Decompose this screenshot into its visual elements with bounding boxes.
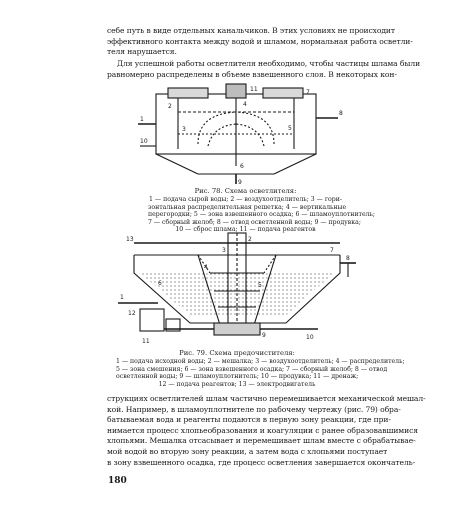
text-line: мой водой во вторую зону реакции, а зате… [107, 446, 388, 456]
fig79-label: 7 [330, 247, 334, 254]
text-line: эффективного контакта между водой и шлам… [107, 36, 413, 46]
second-paragraph: Для успешной работы осветлителя необходи… [107, 59, 421, 80]
text-line: равномерно распределены в объеме взвешен… [107, 69, 397, 79]
fig79-label: 1 [120, 294, 124, 301]
page-number: 180 [108, 476, 127, 486]
fig79-label: 4 [204, 264, 208, 271]
fig79-label: 13 [126, 236, 134, 243]
fig78-label: 6 [240, 163, 244, 170]
text-line: теля нарушается. [107, 47, 177, 57]
figure-78-title: Рис. 78. Схема осветлителя: [194, 187, 297, 195]
fig78-label: 5 [288, 125, 292, 132]
fig78-label: 10 [140, 138, 148, 145]
caption-line: зонтальная распределительная решетка; 4 … [148, 203, 347, 211]
figure-79-caption: Рис. 79. Схема предочистителя: 1 — подач… [116, 349, 405, 388]
fig78-label: 9 [238, 179, 242, 186]
fig78-label: 2 [168, 103, 172, 110]
fig79-label: 5 [258, 282, 262, 289]
text-line: хлопьями. Мешалка отсасывает и перемешив… [107, 436, 416, 446]
fig79-label: 3 [222, 247, 226, 254]
caption-line: 12 — подача реагентов; 13 — электродвига… [158, 380, 316, 388]
text-line: кой. Например, в шламоуплотнителе по раб… [107, 404, 401, 414]
figure-78-clarifier-diagram: 1 2 3 4 5 6 7 8 9 10 11 [138, 83, 343, 186]
text-line: нимается процесс хлопьеобразования и коа… [107, 425, 418, 435]
text-line: в зону взвешенного осадка, где процесс о… [107, 457, 416, 467]
figure-79-title: Рис. 79. Схема предочистителя: [179, 349, 295, 357]
fig78-label: 7 [306, 89, 310, 96]
text-line: Для успешной работы осветлителя необходи… [117, 59, 421, 68]
text-line: себе путь в виде отдельных канальчиков. … [107, 26, 395, 35]
figure-78-caption: Рис. 78. Схема осветлителя: 1 — подача с… [148, 187, 376, 234]
caption-line: осветленной воды; 9 — шламоуплотнитель; … [116, 373, 359, 381]
caption-line: 5 — зона смешения; 6 — зона взвешенного … [116, 365, 388, 373]
caption-line: перегородки; 5 — зона взвешенного осадка… [148, 211, 376, 219]
caption-line: 1 — подача сырой воды; 2 — воздухоотдели… [149, 196, 342, 204]
fig79-label: 8 [346, 255, 350, 262]
fig78-label: 8 [339, 110, 343, 117]
caption-line: 7 — сборный желоб; 8 — отвод осветленной… [148, 218, 361, 226]
top-paragraph: себе путь в виде отдельных канальчиков. … [107, 26, 413, 58]
fig79-label: 11 [142, 338, 150, 345]
bottom-paragraph: струкциях осветлителей шлам частично пер… [107, 394, 426, 468]
fig78-label: 1 [140, 116, 144, 123]
caption-line: 10 — сброс шлама; 11 — подача реагентов [175, 226, 316, 234]
fig79-label: 9 [262, 332, 266, 339]
fig78-label: 11 [250, 86, 258, 93]
fig79-label: 6 [158, 280, 162, 287]
text-line: струкциях осветлителей шлам частично пер… [107, 394, 426, 403]
fig79-label: 2 [248, 236, 252, 243]
fig79-label: 10 [306, 334, 314, 341]
fig78-label: 4 [243, 101, 247, 108]
figure-79-preclarifier-diagram: 1 2 3 4 5 6 7 8 9 10 11 12 13 [118, 232, 356, 345]
fig79-label: 12 [128, 310, 136, 317]
fig78-label: 3 [182, 126, 186, 133]
text-line: батываемая вода и реагенты подаются в пе… [107, 415, 391, 425]
caption-line: 1 — подача исходной воды; 2 — мешалка; 3… [116, 358, 405, 366]
